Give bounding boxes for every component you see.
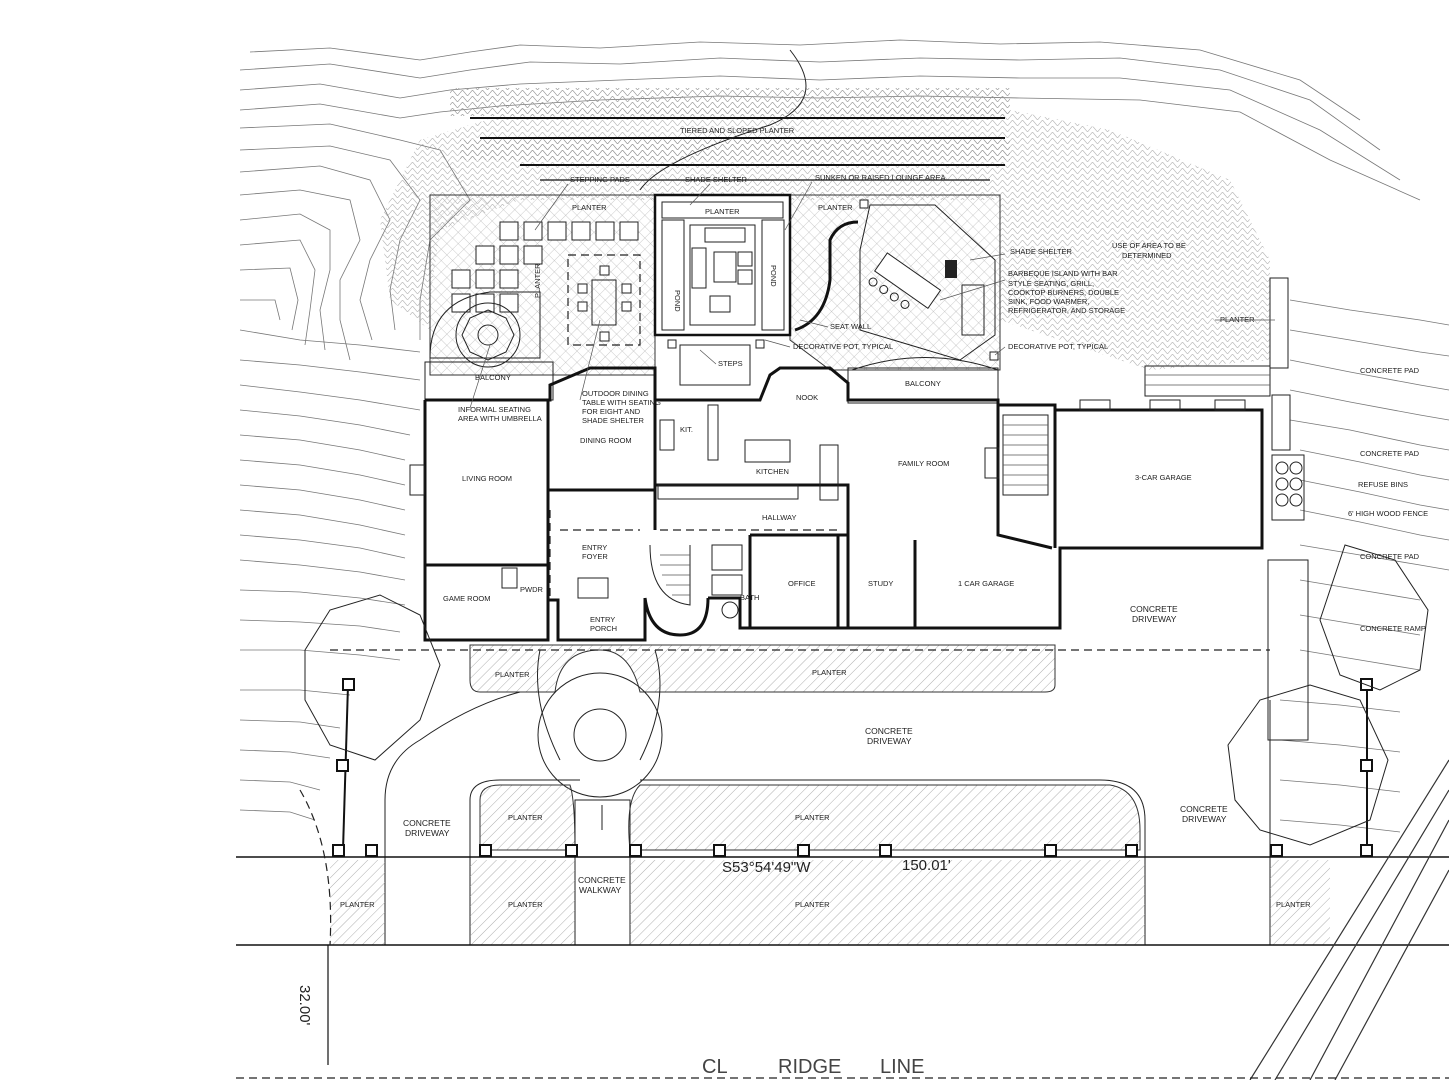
backyard-courtyard bbox=[429, 193, 1001, 386]
label-office: OFFICE bbox=[788, 579, 816, 588]
label-centerline-symbol: CL bbox=[702, 1056, 728, 1078]
label-concrete-pad-2: CONCRETE PAD bbox=[1360, 449, 1420, 458]
label-entry-foyer-2: FOYER bbox=[582, 552, 608, 561]
label-steps: STEPS bbox=[718, 359, 743, 368]
label-kit: KIT. bbox=[680, 425, 693, 434]
label-shade-shelter-right: SHADE SHELTER bbox=[1010, 247, 1073, 256]
label-use-of-area-2: DETERMINED bbox=[1122, 251, 1172, 260]
label-informal-1: INFORMAL SEATING bbox=[458, 405, 531, 414]
label-planter-top-mid: PLANTER bbox=[705, 207, 740, 216]
label-informal-2: AREA WITH UMBRELLA bbox=[458, 414, 542, 423]
label-decorative-pot-2: DECORATIVE POT, TYPICAL bbox=[1008, 342, 1108, 351]
label-nook: NOOK bbox=[796, 393, 818, 402]
label-concrete-pad-3: CONCRETE PAD bbox=[1360, 552, 1420, 561]
label-sunken-lounge: SUNKEN OR RAISED LOUNGE AREA bbox=[815, 173, 945, 182]
label-concrete-driveway-4a: CONCRETE bbox=[1180, 804, 1228, 814]
label-planter-bottom-3: PLANTER bbox=[795, 900, 830, 909]
tiered-planter bbox=[380, 49, 1270, 370]
label-outdoor-4: SHADE SHELTER bbox=[582, 416, 645, 425]
topographic-contours bbox=[239, 39, 1449, 833]
label-balcony-left: BALCONY bbox=[475, 373, 511, 382]
label-refuse-bins: REFUSE BINS bbox=[1358, 480, 1408, 489]
label-planter-bottom-1: PLANTER bbox=[340, 900, 375, 909]
label-distance: 150.01' bbox=[902, 857, 951, 874]
label-kitchen: KITCHEN bbox=[756, 467, 789, 476]
label-planter-island-mid: PLANTER bbox=[795, 813, 830, 822]
label-planter-bottom-2: PLANTER bbox=[508, 900, 543, 909]
leader-lines bbox=[469, 181, 1275, 409]
label-bbq-5: REFRIGERATOR, AND STORAGE bbox=[1008, 306, 1125, 315]
label-concrete-driveway-1b: DRIVEWAY bbox=[1132, 614, 1177, 624]
label-entry-porch-1: ENTRY bbox=[590, 615, 615, 624]
label-pond-right: POND bbox=[769, 265, 778, 287]
label-planter-top-right: PLANTER bbox=[818, 203, 853, 212]
label-use-of-area-1: USE OF AREA TO BE bbox=[1112, 241, 1186, 250]
label-entry-porch-2: PORCH bbox=[590, 624, 617, 633]
label-planter-island-left: PLANTER bbox=[508, 813, 543, 822]
label-concrete-ramp: CONCRETE RAMP bbox=[1360, 624, 1426, 633]
label-living-room: LIVING ROOM bbox=[462, 474, 512, 483]
label-planter-front-left: PLANTER bbox=[495, 670, 530, 679]
label-entry-foyer-1: ENTRY bbox=[582, 543, 607, 552]
label-concrete-driveway-3a: CONCRETE bbox=[403, 818, 451, 828]
label-bbq-2: STYLE SEATING, GRILL, bbox=[1008, 279, 1094, 288]
label-family-room: FAMILY ROOM bbox=[898, 459, 949, 468]
label-outdoor-2: TABLE WITH SEATING bbox=[582, 398, 661, 407]
label-3-car-garage: 3-CAR GARAGE bbox=[1135, 473, 1192, 482]
label-bbq-1: BARBEQUE ISLAND WITH BAR bbox=[1008, 269, 1118, 278]
label-planter-top-left: PLANTER bbox=[572, 203, 607, 212]
label-planter-bottom-4: PLANTER bbox=[1276, 900, 1311, 909]
label-bath: BATH bbox=[740, 593, 759, 602]
label-wood-fence: 6' HIGH WOOD FENCE bbox=[1348, 509, 1428, 518]
label-outdoor-1: OUTDOOR DINING bbox=[582, 389, 649, 398]
label-game-room: GAME ROOM bbox=[443, 594, 491, 603]
label-stepping-pads: STEPPING PADS bbox=[570, 175, 630, 184]
label-concrete-pad-1: CONCRETE PAD bbox=[1360, 366, 1420, 375]
stepping-pads bbox=[451, 221, 639, 313]
label-planter-vertical: PLANTER bbox=[533, 263, 542, 298]
label-seat-wall: SEAT WALL bbox=[830, 322, 871, 331]
stairs bbox=[649, 414, 1049, 606]
labels: TIERED AND SLOPED PLANTER STEPPING PADS … bbox=[296, 126, 1428, 1078]
label-concrete-driveway-2b: DRIVEWAY bbox=[867, 736, 912, 746]
label-concrete-walkway-b: WALKWAY bbox=[579, 885, 622, 895]
label-concrete-driveway-1a: CONCRETE bbox=[1130, 604, 1178, 614]
front-yard bbox=[236, 544, 1449, 1080]
label-pwdr: PWDR bbox=[520, 585, 543, 594]
east-side-yard bbox=[1144, 277, 1309, 741]
label-dining-room: DINING ROOM bbox=[580, 436, 632, 445]
label-concrete-walkway-a: CONCRETE bbox=[578, 875, 626, 885]
label-shade-shelter-top: SHADE SHELTER bbox=[685, 175, 748, 184]
label-pond-left: POND bbox=[673, 290, 682, 312]
label-bbq-3: COOKTOP BURNERS, DOUBLE bbox=[1008, 288, 1119, 297]
label-decorative-pot-1: DECORATIVE POT, TYPICAL bbox=[793, 342, 893, 351]
label-outdoor-3: FOR EIGHT AND bbox=[582, 407, 641, 416]
house-plan bbox=[409, 357, 1264, 642]
label-planter-front-mid: PLANTER bbox=[812, 668, 847, 677]
label-balcony-right: BALCONY bbox=[905, 379, 941, 388]
label-bbq-4: SINK, FOOD WARMER, bbox=[1008, 297, 1089, 306]
label-concrete-driveway-2a: CONCRETE bbox=[865, 726, 913, 736]
label-study: STUDY bbox=[868, 579, 893, 588]
label-bearing: S53°54'49"W bbox=[722, 859, 811, 876]
label-ridge: RIDGE bbox=[778, 1056, 841, 1078]
label-1-car-garage: 1 CAR GARAGE bbox=[958, 579, 1014, 588]
label-concrete-driveway-3b: DRIVEWAY bbox=[405, 828, 450, 838]
label-hallway: HALLWAY bbox=[762, 513, 796, 522]
label-line: LINE bbox=[880, 1056, 924, 1078]
label-concrete-driveway-4b: DRIVEWAY bbox=[1182, 814, 1227, 824]
label-tiered-planter: TIERED AND SLOPED PLANTER bbox=[680, 126, 795, 135]
label-setback: 32.00' bbox=[296, 985, 313, 1026]
label-planter-east: PLANTER bbox=[1220, 315, 1255, 324]
